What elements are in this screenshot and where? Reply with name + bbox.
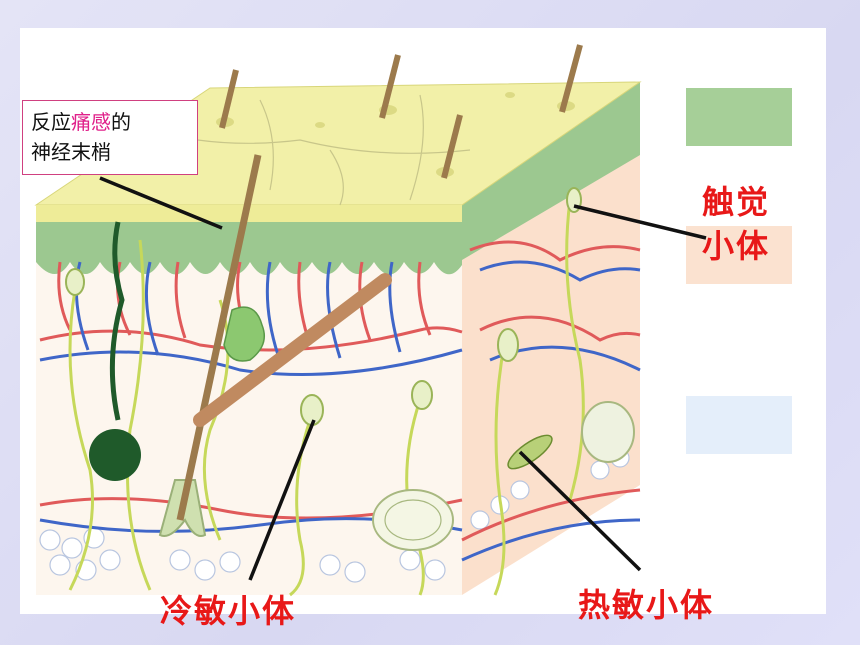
hair-shaft <box>559 44 583 113</box>
heat-receptor <box>507 434 553 470</box>
legend-swatch-blue <box>686 396 792 454</box>
pain-highlight-text: 痛感 <box>71 110 111 134</box>
cold-corpuscle-label: 冷敏小体 <box>160 592 297 630</box>
receptor <box>411 380 433 410</box>
pacinian-ring <box>384 499 442 541</box>
sweat-gland <box>89 429 141 481</box>
hair-shaft-oblique <box>193 273 392 427</box>
hair-shaft <box>219 69 239 129</box>
fat-tissue <box>39 448 630 583</box>
side-epidermis <box>462 82 640 260</box>
heat-corpuscle-label: 热敏小体 <box>578 586 715 624</box>
pacinian-corpuscle-side <box>581 401 635 463</box>
legend-swatch-green <box>686 88 792 146</box>
pacinian-corpuscle <box>372 489 454 551</box>
touch-label-line2: 小体 <box>702 227 771 265</box>
heat-pointer-line <box>518 450 642 572</box>
hair-shaft <box>379 54 401 119</box>
pain-suffix-text: 的 <box>111 110 131 134</box>
receptor <box>497 328 519 362</box>
sweat-duct <box>109 221 125 421</box>
pore <box>315 122 325 128</box>
touch-pointer-line <box>573 204 707 240</box>
pore <box>505 92 515 98</box>
sebaceous-gland <box>223 306 265 362</box>
touch-corpuscle-label: 触觉 小体 <box>702 180 770 268</box>
touch-label-line1: 触觉 <box>702 183 771 221</box>
surface-lines <box>149 94 471 206</box>
receptor <box>65 268 85 296</box>
cold-pointer-line <box>248 419 316 581</box>
pain-pointer-line <box>99 176 223 230</box>
pain-nerve-callout: 反应痛感的 神经末梢 <box>22 100 198 175</box>
hair-shaft-main <box>176 154 262 521</box>
pain-callout-line1: 反应痛感的 <box>31 107 189 137</box>
nerve-fibers <box>68 199 585 597</box>
hair-shaft <box>441 114 463 179</box>
pain-prefix-text: 反应 <box>31 110 71 134</box>
pain-callout-line2: 神经末梢 <box>31 140 111 164</box>
